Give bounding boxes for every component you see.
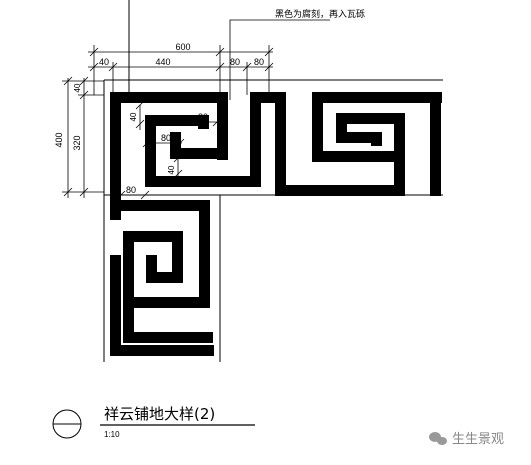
dim-inner-80-bottom: 80: [126, 185, 136, 195]
dim-80a: 80: [230, 57, 240, 67]
material-note: 黑色为腐刻，再入瓦砾: [275, 8, 365, 20]
wechat-logo-icon: [429, 432, 447, 445]
fret-pattern-top: [110, 92, 442, 206]
dim-40-vert: 40: [73, 83, 82, 92]
dim-400: 400: [54, 132, 64, 147]
dim-inner-40: 40: [129, 112, 138, 121]
dim-inner-80-top: 80: [198, 112, 208, 122]
dim-320: 320: [72, 135, 82, 150]
watermark: 生生景观: [429, 432, 504, 447]
dim-inner-80-mid: 80: [161, 133, 171, 143]
title-block: 祥云铺地大样(2) 1:10: [52, 405, 255, 439]
dimension-labels: 600 40 440 80 80 400 320 40 40 80 80 40 …: [54, 42, 264, 195]
dim-80b: 80: [254, 57, 264, 67]
detail-scale: 1:10: [104, 430, 120, 439]
dimension-lines: [62, 19, 330, 200]
dim-600: 600: [175, 42, 190, 52]
watermark-text: 生生景观: [452, 432, 504, 447]
detail-title: 祥云铺地大样(2): [104, 405, 215, 423]
fret-pattern-side: [110, 200, 214, 356]
dim-inner-40-mid: 40: [167, 165, 176, 174]
dim-40: 40: [99, 57, 109, 67]
dim-440: 440: [155, 57, 170, 67]
